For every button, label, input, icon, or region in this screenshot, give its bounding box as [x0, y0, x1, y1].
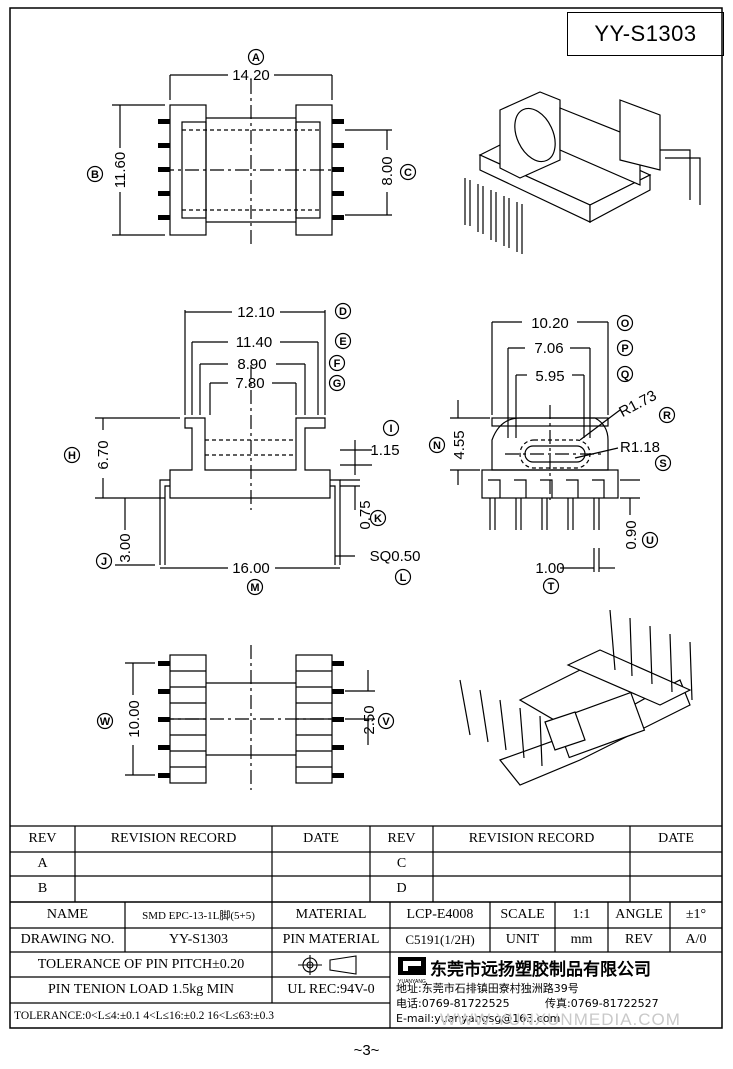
page-number: ~3~	[353, 1042, 380, 1059]
dim-F: 8.90	[237, 356, 266, 373]
dim-L: SQ0.50	[370, 548, 421, 565]
dim-T: 1.00	[535, 560, 564, 577]
svg-text:W: W	[100, 716, 111, 728]
drawing-id-box: YY-S1303	[567, 12, 724, 56]
dim-K: 0.75	[357, 500, 374, 529]
svg-text:YUANYANG: YUANYANG	[398, 979, 426, 985]
dim-D: 12.10	[237, 304, 275, 321]
dim-V: 2.50	[361, 705, 378, 734]
company-fax: 传真:0769-81722527	[545, 997, 659, 1010]
company-phone: 电话:0769-81722525	[396, 997, 510, 1010]
dim-U: 0.90	[623, 520, 640, 549]
title-block-grid	[10, 825, 722, 1028]
company-logo: YUANYANG	[398, 957, 426, 985]
front-view	[95, 310, 372, 569]
dim-A: 14.20	[232, 67, 270, 84]
drawing-no-label: DRAWING NO.	[20, 932, 115, 947]
svg-text:D: D	[339, 306, 347, 318]
rev-c: C	[396, 856, 407, 871]
pin-tension: PIN TENION LOAD 1.5kg MIN	[47, 982, 234, 997]
dim-O: 10.20	[531, 315, 569, 332]
svg-text:R: R	[663, 410, 671, 422]
svg-text:Q: Q	[621, 369, 630, 381]
dim-E: 11.40	[236, 334, 272, 351]
dim-B: 11.60	[112, 152, 129, 188]
rev-header-2: REV	[387, 831, 416, 846]
projection-symbol	[298, 955, 357, 975]
svg-text:G: G	[333, 378, 342, 390]
rev-label: REV	[625, 932, 653, 947]
svg-text:F: F	[334, 358, 341, 370]
company-address: 地址:东莞市石排镇田寮村独洲路39号	[396, 982, 579, 995]
name-label: NAME	[46, 907, 89, 922]
angle-value: ±1°	[685, 907, 707, 922]
pin-material-label: PIN MATERIAL	[282, 932, 380, 947]
svg-text:B: B	[91, 169, 99, 181]
svg-text:P: P	[621, 343, 628, 355]
svg-text:C: C	[404, 167, 412, 179]
drawing-id: YY-S1303	[594, 21, 697, 46]
dim-N: 4.55	[451, 430, 468, 459]
dim-H: 6.70	[95, 440, 112, 469]
dim-M: 16.00	[232, 560, 270, 577]
revision-record-header-2: REVISION RECORD	[468, 831, 595, 846]
side-view	[450, 321, 640, 572]
dim-G: 7.80	[235, 375, 264, 392]
dim-P: 7.06	[534, 340, 563, 357]
svg-text:L: L	[400, 572, 407, 584]
date-header-2: DATE	[658, 831, 694, 846]
company-email: E-mail:yuanyangsg@163.com	[396, 1011, 561, 1025]
revision-record-header-1: REVISION RECORD	[110, 831, 237, 846]
svg-text:T: T	[548, 581, 555, 593]
drawing-border	[9, 7, 723, 1029]
rev-value: A/0	[685, 932, 707, 947]
scale-value: 1:1	[572, 907, 591, 922]
angle-label: ANGLE	[615, 907, 663, 922]
isometric-view-1	[464, 91, 701, 254]
svg-text:K: K	[374, 513, 382, 525]
callout-labels: A B C D EF G H I K J L M O P Q R S N U T W V	[63, 48, 676, 730]
name-value: SMD EPC-13-1L脚(5+5)	[142, 910, 255, 922]
svg-text:O: O	[621, 318, 630, 330]
dim-Q: 5.95	[535, 368, 564, 385]
material-label: MATERIAL	[295, 907, 367, 922]
svg-text:I: I	[389, 423, 392, 435]
dim-S: R1.18	[620, 439, 660, 456]
rev-d: D	[396, 881, 407, 896]
dim-I: 1.15	[370, 442, 399, 459]
isometric-view-2	[459, 609, 693, 786]
dim-R: R1.73	[616, 387, 659, 421]
dim-J: 3.00	[117, 533, 134, 562]
rev-b: B	[37, 881, 48, 896]
svg-text:A: A	[252, 52, 260, 64]
svg-text:N: N	[433, 440, 441, 452]
watermark: WWW.YUNXUNMEDIA.COM	[440, 1010, 681, 1029]
svg-text:J: J	[101, 556, 107, 568]
svg-text:V: V	[382, 716, 390, 728]
svg-text:U: U	[646, 535, 654, 547]
company-name: 东莞市远扬塑胶制品有限公司	[430, 959, 651, 980]
material-value: LCP-E4008	[406, 907, 474, 922]
scale-label: SCALE	[500, 907, 545, 922]
pin-material-value: C5191(1/2H)	[405, 932, 475, 947]
svg-text:S: S	[659, 458, 666, 470]
svg-text:E: E	[339, 336, 346, 348]
tolerance-line: TOLERANCE:0<L≤4:±0.1 4<L≤16:±0.2 16<L≤63…	[14, 1009, 274, 1022]
dim-W: 10.00	[126, 700, 143, 738]
unit-label: UNIT	[505, 932, 540, 947]
bottom-view	[125, 645, 375, 790]
svg-text:M: M	[250, 582, 259, 594]
ul-rec: UL REC:94V-0	[287, 982, 375, 997]
tolerance-pitch: TOLERANCE OF PIN PITCH±0.20	[37, 956, 245, 972]
rev-a: A	[37, 856, 48, 871]
drawing-no-value: YY-S1303	[168, 932, 229, 947]
svg-text:H: H	[68, 450, 76, 462]
unit-value: mm	[570, 932, 593, 947]
dim-C: 8.00	[379, 156, 396, 185]
date-header-1: DATE	[303, 831, 339, 846]
top-view	[112, 74, 392, 245]
rev-header-1: REV	[28, 831, 57, 846]
